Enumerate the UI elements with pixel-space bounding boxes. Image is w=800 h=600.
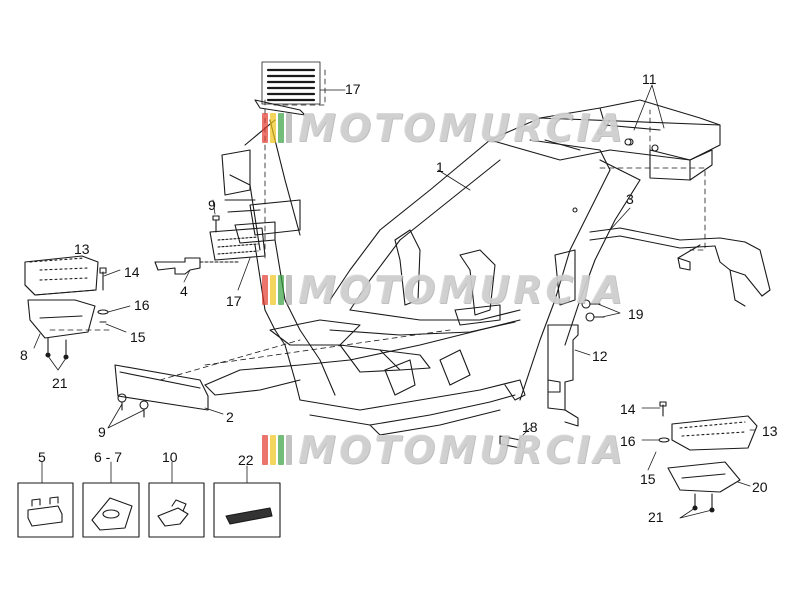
callout-14-right: 14	[620, 401, 636, 417]
accessory-box-5	[17, 482, 74, 538]
callout-17-mid: 17	[226, 293, 242, 309]
callout-18: 18	[522, 419, 538, 435]
cover-left-part-8	[27, 299, 96, 339]
screws-right-part-21	[692, 493, 715, 513]
callout-1: 1	[436, 159, 444, 175]
watermark-logo-bars	[262, 435, 292, 465]
callout-21-right: 21	[648, 509, 664, 525]
accessory-box-10	[148, 482, 205, 538]
accessory-box-22	[213, 482, 281, 538]
leader-lines	[33, 84, 756, 519]
watermark-text: MOTOMURCIA	[298, 268, 626, 312]
bracket-part-4	[154, 257, 241, 275]
callout-9-top: 9	[208, 197, 216, 213]
callout-16-left: 16	[134, 297, 150, 313]
callout-22: 22	[238, 452, 254, 468]
bolts-part-11	[624, 138, 659, 152]
floor-strip-part-2	[114, 364, 209, 411]
cover-right-part-20	[667, 461, 741, 493]
main-frame	[204, 99, 721, 436]
accessory-box-6-7	[82, 482, 140, 538]
bracket-part-12	[547, 324, 579, 427]
callout-19: 19	[628, 306, 644, 322]
watermark-text: MOTOMURCIA	[298, 106, 626, 150]
footrest-right	[671, 415, 758, 451]
callout-6-7: 6 - 7	[94, 449, 123, 465]
bolt-washer-right	[658, 401, 670, 443]
callout-4: 4	[180, 283, 188, 299]
screws-part-9	[117, 393, 149, 418]
watermark-bottom: MOTOMURCIA	[262, 428, 623, 472]
callout-10: 10	[162, 449, 178, 465]
callout-8: 8	[20, 347, 28, 363]
callout-14-left: 14	[124, 264, 140, 280]
leg-shield-grille	[209, 61, 321, 261]
callout-15-left: 15	[130, 329, 146, 345]
screws-left-part-21	[45, 337, 69, 360]
callout-13-left: 13	[74, 241, 90, 257]
clip-part-18	[499, 435, 521, 449]
watermark-logo-bars	[262, 275, 292, 305]
callout-9-bottom: 9	[98, 424, 106, 440]
callout-21-left: 21	[52, 375, 68, 391]
watermark-text: MOTOMURCIA	[298, 428, 626, 472]
callout-5: 5	[38, 449, 46, 465]
watermark-top: MOTOMURCIA	[262, 106, 623, 150]
watermark-middle: MOTOMURCIA	[262, 268, 623, 312]
box-leader-lines	[41, 461, 248, 484]
bolt-washer-left	[97, 267, 109, 323]
screw-9-top	[212, 215, 220, 233]
callout-11: 11	[642, 71, 657, 87]
watermark-logo-bars	[262, 113, 292, 143]
stand-bar	[589, 227, 771, 307]
callout-20: 20	[752, 479, 768, 495]
callout-13-right: 13	[762, 423, 778, 439]
callout-17-top: 17	[345, 81, 361, 97]
callout-2: 2	[226, 409, 234, 425]
callout-16-right: 16	[620, 433, 636, 449]
footrest-left	[24, 255, 99, 296]
callout-12: 12	[592, 348, 608, 364]
callout-3: 3	[626, 191, 634, 207]
callout-15-right: 15	[640, 471, 656, 487]
